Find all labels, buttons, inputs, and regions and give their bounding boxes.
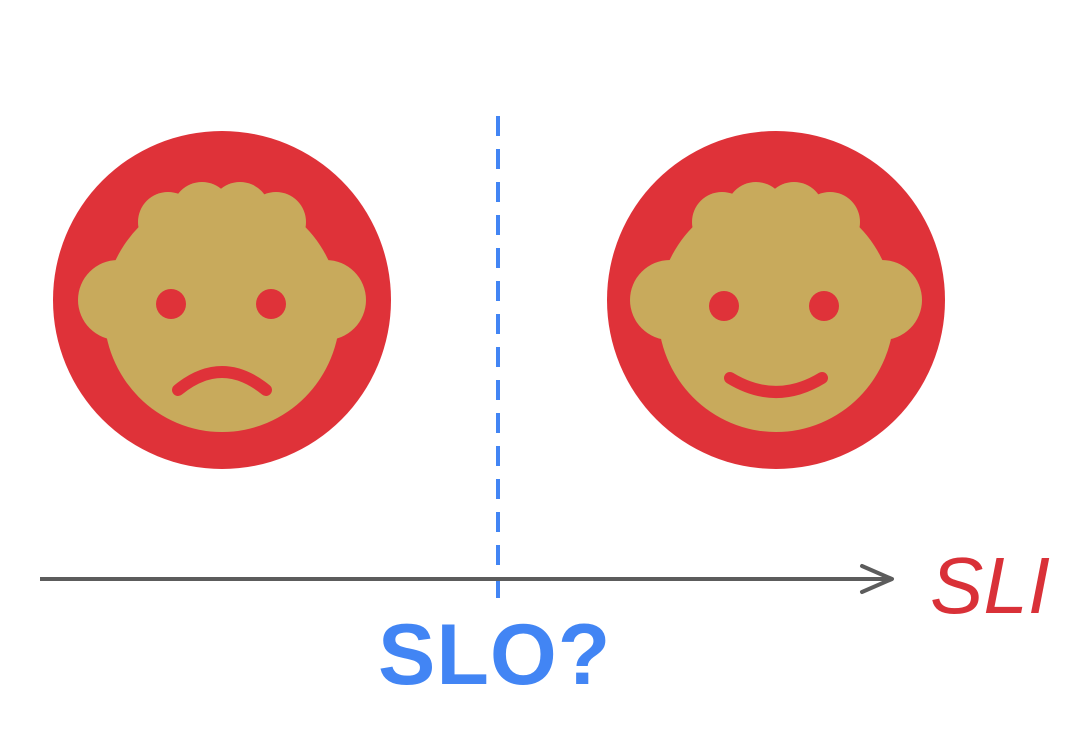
unhappy-face-icon [53, 131, 391, 469]
slo-label: SLO? [378, 607, 612, 703]
sli-axis-arrow [40, 564, 894, 594]
happy-face-icon [607, 131, 945, 469]
sli-axis-label: SLI [930, 541, 1051, 630]
